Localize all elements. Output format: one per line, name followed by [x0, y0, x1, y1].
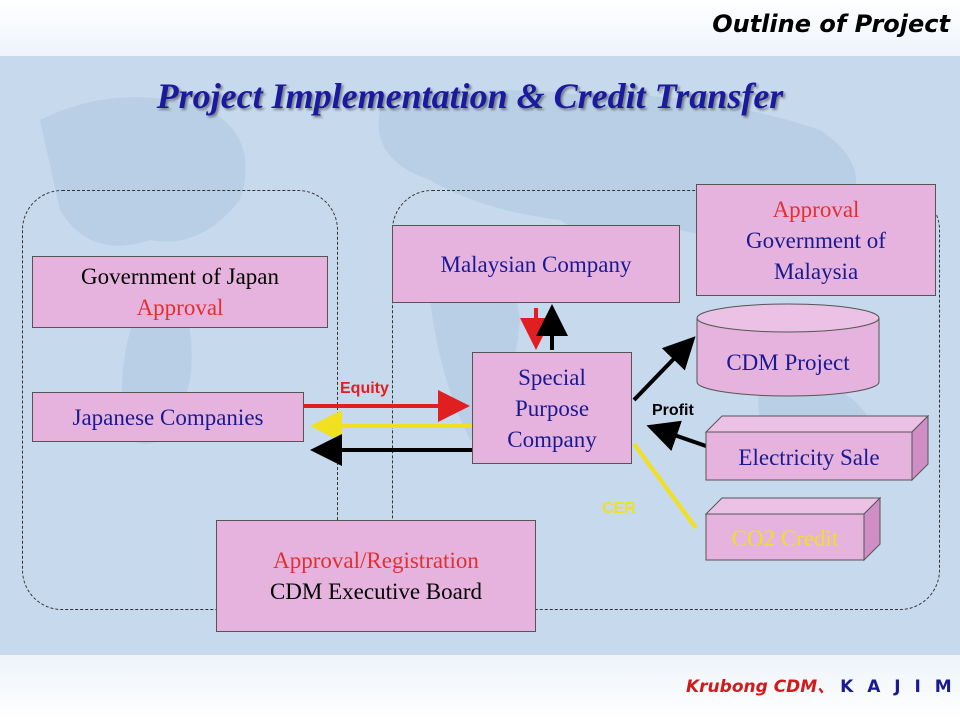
cdm-board-label: CDM Executive Board [269, 579, 483, 604]
gov-japan-approval: Approval [136, 295, 224, 320]
gov-malaysia-approval: Approval [772, 196, 860, 222]
japanese-companies-box: Japanese Companies [32, 392, 304, 442]
footer-band [0, 655, 960, 720]
spc-label-3: Company [507, 426, 597, 452]
header-band [0, 0, 960, 56]
japanese-companies-label: Japanese Companies [72, 404, 264, 430]
malaysian-company-box: Malaysian Company [392, 225, 680, 303]
profit-label: Profit [652, 402, 694, 419]
special-purpose-company-box: Special Purpose Company [472, 352, 632, 464]
footer-separator: 、 [817, 677, 835, 697]
cer-label: CER [602, 500, 636, 517]
gov-japan-label: Government of Japan [81, 264, 279, 289]
japan-region [22, 190, 338, 610]
equity-label: Equity [340, 380, 389, 397]
government-of-japan-box: Government of Japan Approval [32, 256, 328, 328]
header-title: Outline of Project [712, 10, 950, 38]
footer-project: Krubong CDM [686, 677, 818, 697]
footer-credit: Krubong CDM、 K A J I M A [686, 672, 960, 697]
spc-label-2: Purpose [514, 395, 590, 421]
gov-malaysia-label-2: Malaysia [773, 258, 859, 284]
gov-malaysia-label-1: Government of [746, 227, 886, 253]
cer-line [632, 442, 698, 530]
co2-credit-label: CO2 Credit [732, 526, 839, 551]
malaysian-company-label: Malaysian Company [440, 251, 632, 277]
cdm-project-label: CDM Project [726, 350, 850, 375]
cdm-board-approval: Approval/Registration [273, 548, 479, 573]
spc-to-cdm-arrow [632, 336, 696, 402]
spc-label-1: Special [518, 364, 586, 390]
government-of-malaysia-box: Approval Government of Malaysia [696, 184, 936, 296]
page-title: Project Implementation & Credit Transfer [156, 76, 784, 116]
cdm-executive-board-box: Approval/Registration CDM Executive Boar… [216, 520, 536, 632]
electricity-sale-label: Electricity Sale [738, 445, 879, 470]
footer-company: K A J I M A [840, 677, 960, 697]
malaysia-region [392, 190, 940, 610]
electricity-to-spc-arrow [646, 420, 707, 451]
